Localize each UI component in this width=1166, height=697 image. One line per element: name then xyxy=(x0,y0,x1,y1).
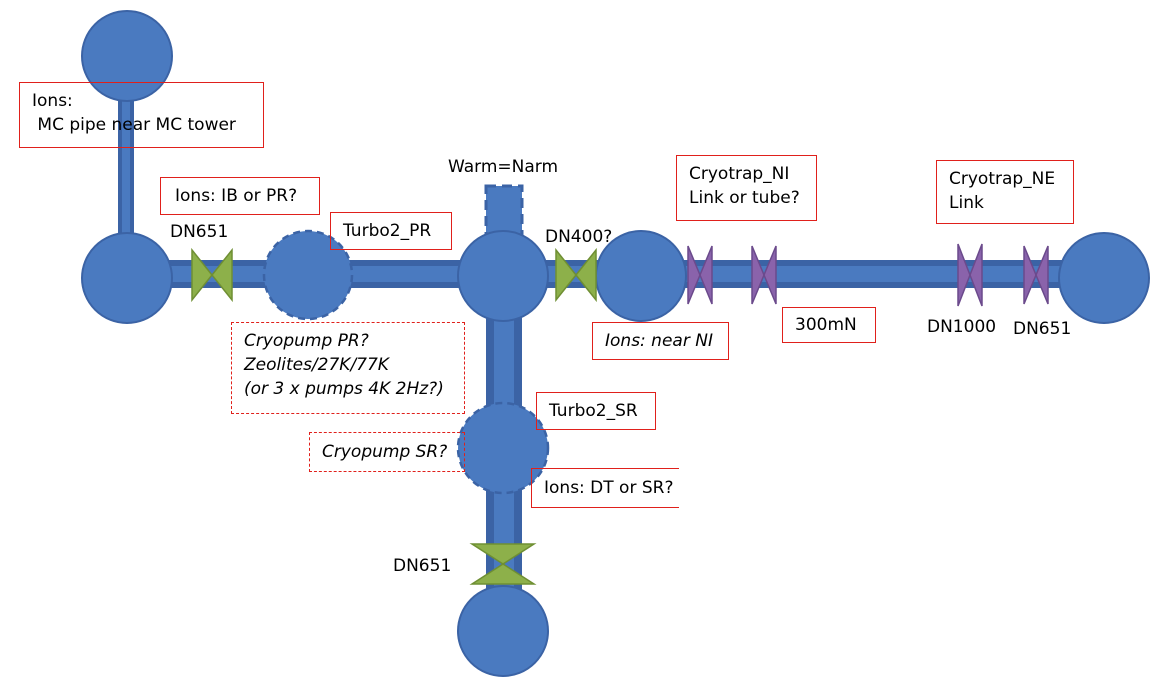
note-line: Ions: xyxy=(32,91,73,111)
dn651-west-label: DN651 xyxy=(170,222,229,242)
node-ne xyxy=(1058,232,1150,324)
node-cryopump-sr xyxy=(456,401,550,495)
valve-dn651-east-icon xyxy=(1023,245,1049,305)
node-central xyxy=(457,230,549,322)
note-ions-ib: Ions: IB or PR? xyxy=(160,177,320,215)
note-line: Ions: near NI xyxy=(605,331,713,351)
note-line: Cryotrap_NE xyxy=(949,169,1056,189)
note-cryotrap-ne: Cryotrap_NE Link xyxy=(936,160,1074,224)
note-cryotrap-ni: Cryotrap_NI Link or tube? xyxy=(676,155,817,221)
mc-tower-pipe-highlight xyxy=(122,60,130,280)
valve-dn400-icon xyxy=(555,247,597,303)
note-300mn: 300mN xyxy=(782,307,876,343)
dn651-east-label: DN651 xyxy=(1013,319,1072,339)
note-line: Cryopump SR? xyxy=(322,442,448,462)
note-line: Ions: IB or PR? xyxy=(175,186,298,206)
valve-dn651-south-icon xyxy=(469,543,537,585)
node-cryopump-pr xyxy=(262,229,354,321)
note-line: Turbo2_PR xyxy=(343,221,432,241)
note-line: Cryopump PR? xyxy=(244,331,369,351)
valve-cryotrap-ni-1-icon xyxy=(687,245,713,305)
valve-cryotrap-ni-2-icon xyxy=(751,245,777,305)
note-line: (or 3 x pumps 4K 2Hz?) xyxy=(244,379,444,399)
note-line: MC pipe near MC tower xyxy=(32,115,236,135)
note-ions-mc: Ions: MC pipe near MC tower xyxy=(19,82,264,148)
node-west xyxy=(81,232,173,324)
note-cryopump-pr: Cryopump PR? Zeolites/27K/77K (or 3 x pu… xyxy=(231,322,465,414)
dn1000-label: DN1000 xyxy=(927,317,997,337)
note-turbo2-sr: Turbo2_SR xyxy=(536,392,656,430)
note-line: Ions: DT or SR? xyxy=(544,478,674,498)
dn400-label: DN400? xyxy=(545,227,613,247)
note-turbo2-pr: Turbo2_PR xyxy=(330,212,452,250)
note-line: Turbo2_SR xyxy=(549,401,638,421)
note-cryopump-sr: Cryopump SR? xyxy=(309,432,465,472)
warm-narm-label: Warm=Narm xyxy=(448,157,559,177)
note-line: Link or tube? xyxy=(689,188,800,208)
note-ions-dt: Ions: DT or SR? xyxy=(531,468,679,508)
node-mc-tower xyxy=(81,10,173,102)
note-line: 300mN xyxy=(795,315,857,335)
note-line: Zeolites/27K/77K xyxy=(244,355,389,375)
valve-dn1000-icon xyxy=(957,243,983,307)
node-south xyxy=(457,585,549,677)
valve-dn651-west-icon xyxy=(191,247,233,303)
note-ions-ni: Ions: near NI xyxy=(592,322,729,360)
note-line: Cryotrap_NI xyxy=(689,164,790,184)
note-line: Link xyxy=(949,193,984,213)
dn651-south-label: DN651 xyxy=(393,556,452,576)
